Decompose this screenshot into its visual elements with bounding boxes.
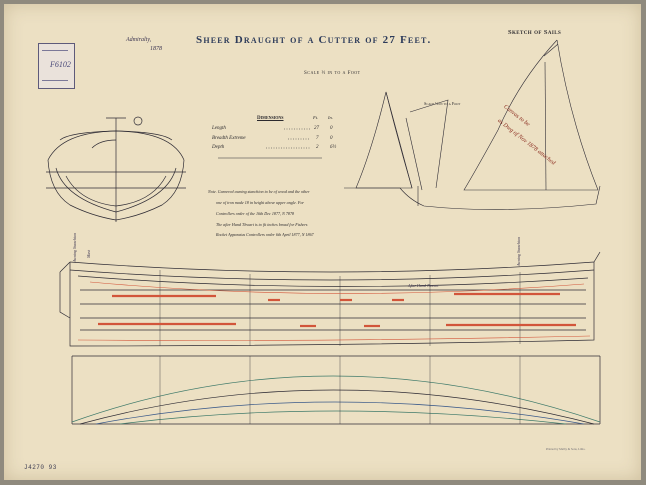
dimension-feet: 27 [314, 126, 319, 131]
sail-scale-label: Scale ⅛ in to a Foot [424, 101, 461, 106]
catalogue-number: J4270 93 [24, 464, 57, 471]
unit-feet: Ft. [313, 115, 319, 120]
unit-inches: In. [328, 115, 333, 120]
note-line: Note. Garnered awning stanchion to be of… [208, 189, 310, 194]
authority-label: Admiralty, [126, 37, 152, 43]
note-line: The after Hand Thwart is to fit inches b… [216, 222, 308, 227]
framing-red [98, 292, 576, 328]
sheer-stations [159, 270, 521, 346]
dimension-inches: 0 [330, 136, 333, 141]
stamp-rule [42, 50, 68, 51]
note-line: Rocket Apparatus Controllers order 6th A… [216, 232, 314, 237]
drawing-sheet [4, 4, 641, 480]
dimension-label: Length [212, 126, 226, 131]
dimension-label: Depth [212, 145, 225, 150]
sheer-profile [59, 251, 601, 347]
stamp-reference: F6102 [50, 60, 71, 69]
right-awning-mark: Awning Stanchion [516, 237, 521, 266]
left-awning-mark: Awning Stanchion [72, 233, 77, 262]
dimension-inches: 6½ [330, 145, 337, 150]
dimension-feet: 7 [316, 136, 319, 141]
note-line: Controllers order of the 16th Dec 1877, … [216, 211, 295, 216]
half-breadth-stations [159, 356, 521, 424]
mast-mark: Mast [86, 250, 91, 258]
main-scale-label: Scale ½ in to a Foot [304, 71, 361, 76]
printer-note: Printed by Malby & Sons, Litho. [546, 447, 586, 451]
stamp-rule [42, 80, 68, 81]
note-line: one of iron made 18 in height above uppe… [216, 200, 304, 205]
dimension-feet: 2 [316, 145, 319, 150]
sail-sketch [344, 39, 601, 210]
sail-sketch-title: Sketch of Sails [508, 29, 562, 36]
dimension-label: Breadth Extreme [212, 136, 246, 141]
body-plan [46, 116, 186, 222]
dimensions-heading: Dimensions [257, 116, 284, 121]
after-thwart-mark: After Hand Thwart [408, 283, 439, 288]
framing-red-thin [77, 281, 591, 341]
dimension-inches: 0 [330, 126, 333, 131]
drawing-title: Sheer Draught of a Cutter of 27 Feet. [196, 34, 432, 46]
year-label: 1878 [150, 46, 162, 52]
dimension-rules [218, 128, 322, 159]
half-breadth-plan [71, 355, 601, 425]
